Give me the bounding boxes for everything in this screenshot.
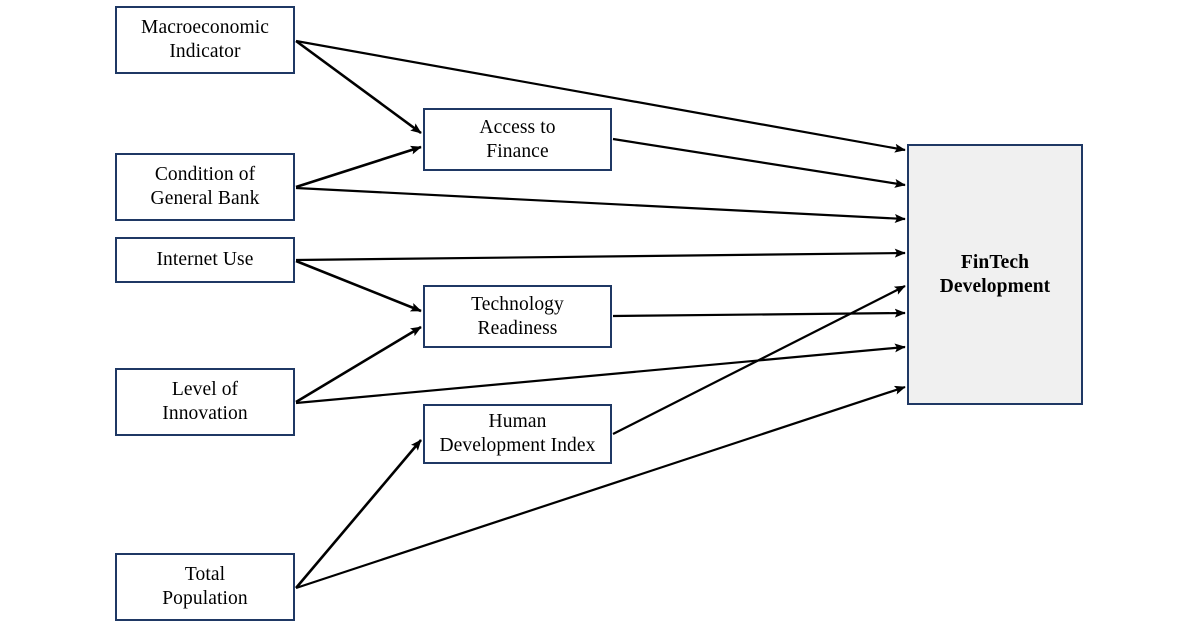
node-total-population-label: Total Population (162, 564, 248, 609)
node-level-of-innovation-label: Level of Innovation (162, 379, 248, 424)
node-access-to-finance[interactable]: Access to Finance (423, 108, 612, 171)
node-fintech-development[interactable]: FinTech Development (907, 144, 1083, 405)
node-condition-of-general-bank-label: Condition of General Bank (150, 164, 260, 209)
edge-internet-use-to-fintech-development (295, 248, 906, 262)
node-macroeconomic-indicator[interactable]: Macroeconomic Indicator (115, 6, 295, 74)
node-condition-of-general-bank[interactable]: Condition of General Bank (115, 153, 295, 221)
node-access-to-finance-label: Access to Finance (479, 116, 556, 162)
edge-technology-readiness-to-fintech-development (612, 308, 906, 318)
node-total-population[interactable]: Total Population (115, 553, 295, 621)
node-human-development-index[interactable]: Human Development Index (423, 404, 612, 464)
edge-internet-use-to-technology-readiness (295, 259, 422, 313)
node-internet-use[interactable]: Internet Use (115, 237, 295, 283)
node-human-development-index-label: Human Development Index (439, 411, 596, 456)
edge-level-of-innovation-to-fintech-development (295, 343, 906, 405)
edge-total-population-to-human-development-index (295, 439, 422, 589)
node-technology-readiness-label: Technology Readiness (471, 293, 564, 339)
node-internet-use-label: Internet Use (156, 249, 254, 271)
node-macroeconomic-indicator-label: Macroeconomic Indicator (141, 17, 269, 62)
node-level-of-innovation[interactable]: Level of Innovation (115, 368, 295, 436)
node-fintech-development-label: FinTech Development (939, 251, 1051, 297)
edge-human-development-index-to-fintech-development (612, 285, 906, 435)
edge-condition-of-general-bank-to-fintech-development (295, 186, 906, 223)
edge-macroeconomic-indicator-to-access-to-finance (295, 39, 422, 135)
edge-condition-of-general-bank-to-access-to-finance (295, 145, 422, 189)
edge-access-to-finance-to-fintech-development (612, 137, 906, 188)
node-technology-readiness[interactable]: Technology Readiness (423, 285, 612, 348)
edge-level-of-innovation-to-technology-readiness (295, 325, 422, 404)
